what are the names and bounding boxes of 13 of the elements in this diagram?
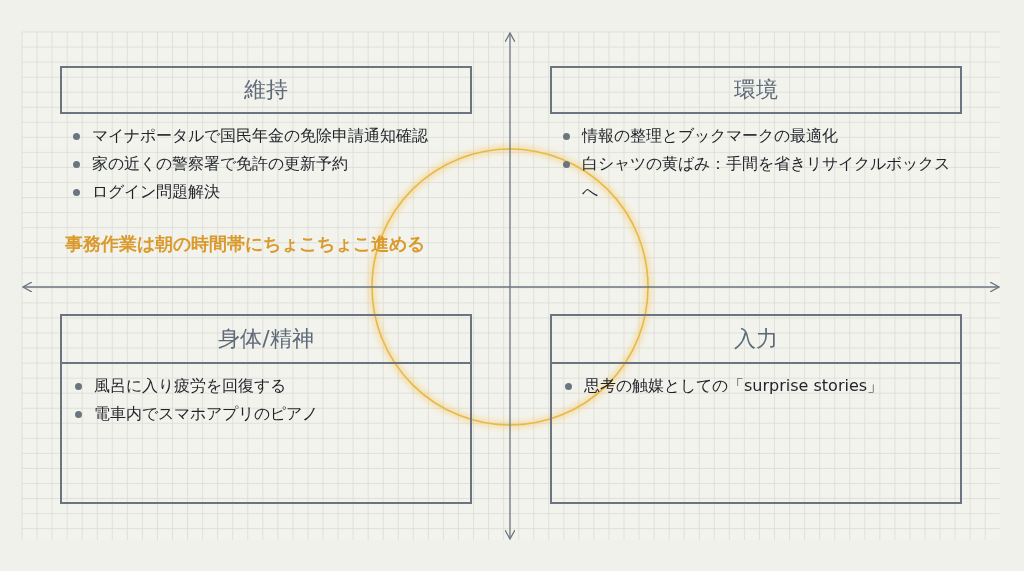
bullet-item: 情報の整理とブックマークの最適化 <box>550 122 962 150</box>
bullet-item: ログイン問題解決 <box>60 178 472 206</box>
heading-box: 環境 <box>550 66 962 114</box>
section-heading: 身体/精神 <box>62 316 470 364</box>
quadrant-box <box>550 314 962 504</box>
bullet-item: 家の近くの警察署で免許の更新予約 <box>60 150 472 178</box>
bullet-item: 白シャツの黄ばみ：手間を省きリサイクルボックスへ <box>550 150 962 206</box>
bullet-item: マイナポータルで国民年金の免除申請通知確認 <box>60 122 472 150</box>
section-heading: 入力 <box>552 316 960 364</box>
bullet-item: 風呂に入り疲労を回復する <box>62 372 470 400</box>
bullet-item: 電車内でスマホアプリのピアノ <box>62 400 470 428</box>
quadrant-box <box>60 314 472 504</box>
heading-box: 維持 <box>60 66 472 114</box>
